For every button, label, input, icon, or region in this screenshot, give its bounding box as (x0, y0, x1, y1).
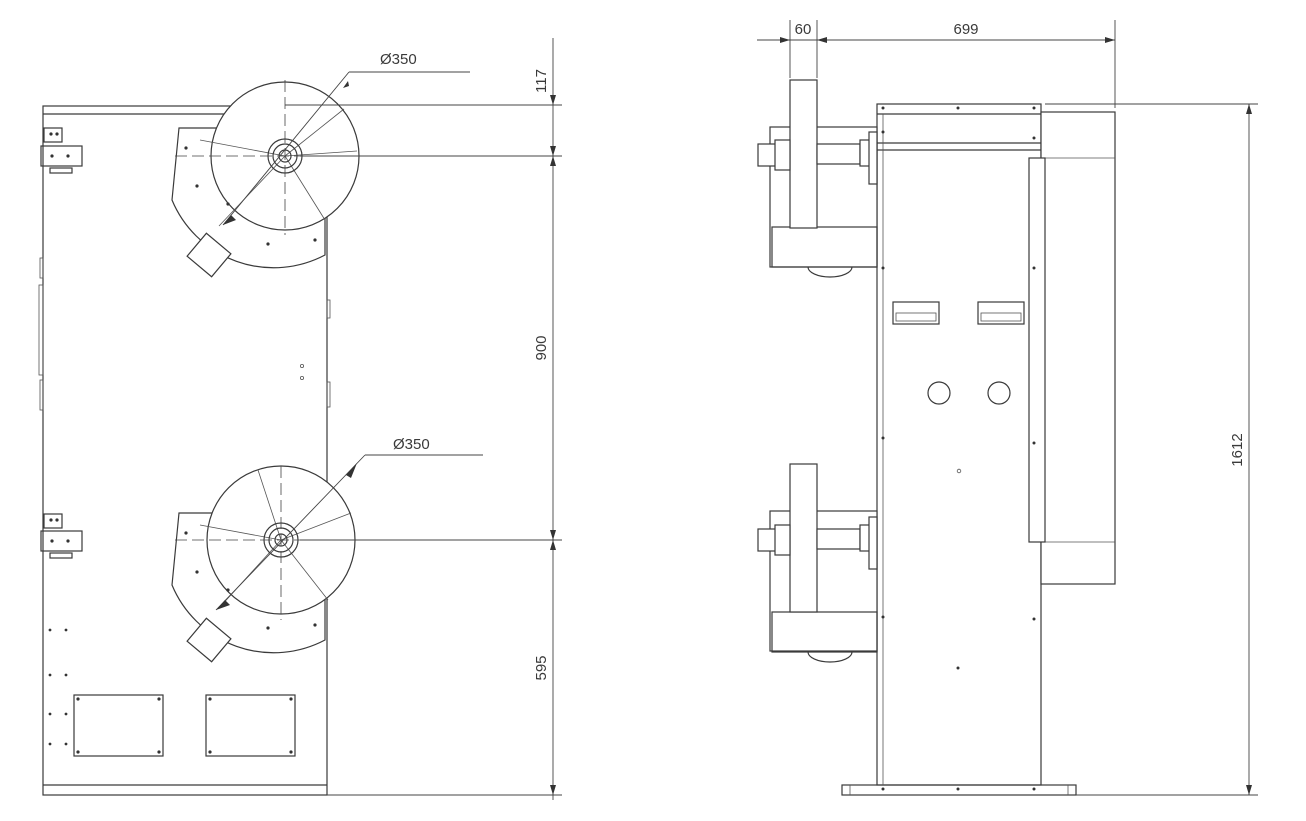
side-handle-left (892, 301, 940, 325)
reel-top (171, 80, 362, 278)
side-view: 60 699 1612 (757, 20, 1258, 796)
dim-depth-label: 699 (953, 21, 978, 38)
reel-bottom-diameter-label: Ø350 (393, 436, 430, 453)
hinge-top (40, 127, 83, 174)
dim-reel-spacing-label: 900 (533, 335, 550, 360)
reel-top-diameter-label: Ø350 (380, 51, 417, 68)
reel-bottom (171, 465, 362, 663)
side-hole-right (987, 381, 1011, 405)
dim-reel-thickness-label: 60 (795, 21, 812, 38)
side-door (1028, 157, 1046, 543)
front-panel-left (73, 694, 164, 757)
dim-bottom-height-label: 595 (533, 655, 550, 680)
hinge-bottom (40, 513, 83, 559)
dim-total-height-label: 1612 (1229, 433, 1246, 466)
front-panel-right (205, 694, 296, 757)
side-cabinet-body (876, 103, 1042, 786)
side-reel-top (757, 79, 878, 278)
side-hole-left (927, 381, 951, 405)
side-rear-box (1040, 111, 1116, 585)
front-cabinet-body (42, 105, 328, 796)
side-reel-bottom (757, 463, 878, 663)
side-handle-right (977, 301, 1025, 325)
dim-top-offset-label: 117 (533, 69, 550, 93)
front-view: Ø350 Ø350 117 900 595 (38, 38, 562, 800)
